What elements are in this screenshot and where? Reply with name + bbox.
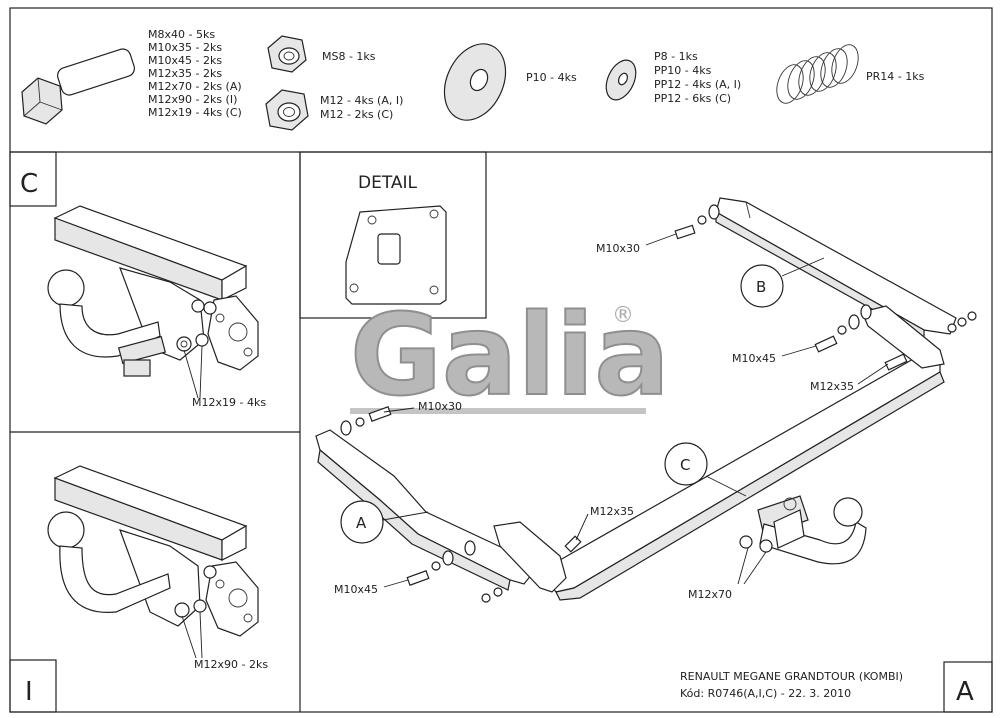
hardware-left — [340, 406, 582, 603]
panel-c-bolt-label: M12x19 - 4ks — [192, 396, 266, 409]
washer-list-0: P8 - 1ks — [654, 50, 698, 63]
main-assembly: A B C M10x30 M10x45 M12x35 M10x30 M12x35… — [315, 197, 977, 603]
panel-i-bolt-label: M12x90 - 2ks — [194, 658, 268, 671]
drawing-frame — [9, 7, 993, 713]
bolt-list-0: M8x40 - 5ks — [148, 28, 215, 41]
panel-c: C M12x19 - 4ks — [9, 151, 266, 409]
hardware-top — [674, 204, 977, 333]
label-m10x45-right: M10x45 — [732, 352, 776, 365]
washer-list-1: PP10 - 4ks — [654, 64, 712, 77]
panel-i-letter: I — [25, 677, 33, 707]
bolt-icon — [21, 48, 135, 125]
callout-a — [340, 500, 384, 544]
callout-b-letter: B — [756, 278, 766, 296]
washer-icon — [605, 59, 637, 101]
corner-letter: A — [956, 677, 974, 707]
bolt-list-5: M12x90 - 2ks (I) — [148, 93, 237, 106]
label-m10x30-left: M10x30 — [418, 400, 462, 413]
washer-list-3: PP12 - 6ks (C) — [654, 92, 731, 105]
detail-slot — [377, 233, 401, 265]
p10-washer-icon — [443, 43, 507, 121]
tow-ball-icon — [47, 269, 85, 307]
callout-c — [664, 442, 708, 486]
nut-m12-label-0: M12 - 4ks (A, I) — [320, 94, 403, 107]
label-m10x30-top: M10x30 — [596, 242, 640, 255]
label-m12x35-mid: M12x35 — [590, 505, 634, 518]
label-m10x45-left: M10x45 — [334, 583, 378, 596]
detail-box: DETAIL — [299, 151, 487, 319]
flange-plate-icon — [207, 295, 259, 371]
caption-line-1: RENAULT MEGANE GRANDTOUR (KOMBI) — [680, 670, 903, 683]
spring-label: PR14 - 1ks — [866, 70, 925, 83]
nut-ms8-label: MS8 - 1ks — [322, 50, 376, 63]
callout-c-letter: C — [680, 456, 690, 474]
tow-ball-icon — [47, 511, 85, 549]
tow-ball-icon — [833, 497, 863, 527]
parts-header: M8x40 - 5ks M10x35 - 2ks M10x45 - 2ks M1… — [21, 28, 925, 131]
caption-line-2: Kód: R0746(A,I,C) - 22. 3. 2010 — [680, 687, 851, 700]
panel-i: I M12x90 - 2ks — [9, 465, 268, 713]
corner-box — [943, 661, 993, 713]
nut-m12-label-1: M12 - 2ks (C) — [320, 108, 393, 121]
bolt-list-2: M10x45 - 2ks — [148, 54, 222, 67]
logo-underline — [350, 408, 646, 414]
m12-nut-icon — [265, 89, 309, 131]
bracket-b — [715, 197, 957, 335]
galia-logo: Galia ® — [349, 290, 671, 422]
label-m12x35-right: M12x35 — [810, 380, 854, 393]
logo-text: Galia — [350, 291, 670, 421]
panel-c-letter: C — [20, 169, 38, 199]
bolt-list-6: M12x19 - 4ks (C) — [148, 106, 242, 119]
detail-title: DETAIL — [358, 173, 418, 193]
hardware-right — [814, 304, 908, 371]
registered-mark: ® — [612, 303, 634, 328]
callout-a-letter: A — [356, 514, 367, 532]
bolt-list-1: M10x35 - 2ks — [148, 41, 222, 54]
ms8-nut-icon — [267, 35, 307, 73]
bolt-list-4: M12x70 - 2ks (A) — [148, 80, 242, 93]
label-m12x70: M12x70 — [688, 588, 732, 601]
bolt-icon — [176, 299, 217, 352]
bolt-list-3: M12x35 - 2ks — [148, 67, 222, 80]
spring-icon — [776, 44, 859, 104]
side-plate — [493, 521, 567, 593]
callout-b — [740, 264, 784, 308]
washer-p10-label: P10 - 4ks — [526, 71, 577, 84]
washer-list-2: PP12 - 4ks (A, I) — [654, 78, 741, 91]
